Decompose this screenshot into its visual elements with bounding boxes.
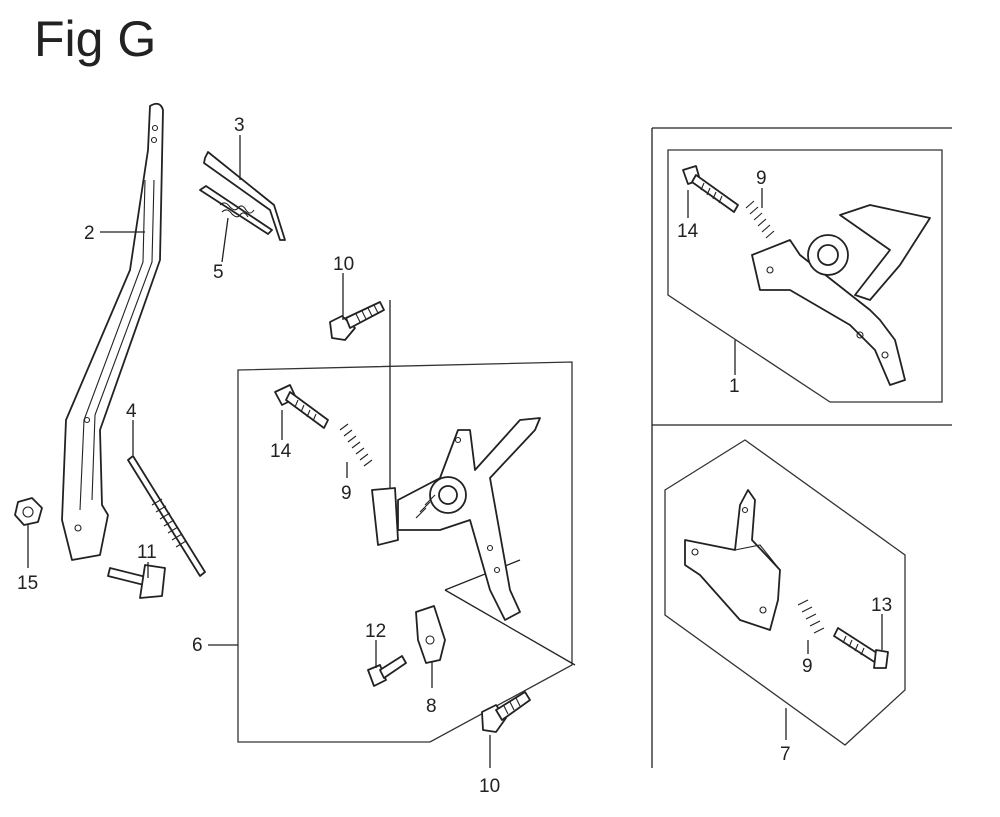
assembly-box-1	[667, 149, 943, 403]
callout-9-inset1: 9	[756, 168, 767, 189]
callout-10-bottom: 10	[479, 776, 500, 797]
callout-6: 6	[192, 635, 203, 656]
inset-frame	[651, 127, 952, 768]
callout-9-box6: 9	[341, 483, 352, 504]
part-bolt-11	[107, 564, 166, 599]
part-clip-8	[415, 605, 446, 664]
part-bolt-12	[367, 655, 407, 687]
part-small-spring	[219, 202, 255, 218]
callout-numbers: 2 3 5 4 11 15 10 14 9 6 12 8 10 14 9 1 1…	[17, 115, 892, 797]
part-bolt-14-box6	[274, 384, 329, 429]
callout-3: 3	[234, 115, 245, 136]
part-lever	[61, 102, 164, 561]
callout-4: 4	[126, 401, 137, 422]
part-spring-9-box6	[339, 423, 373, 467]
assembly-box-6	[237, 300, 576, 743]
figure-title: Fig G	[34, 11, 157, 67]
callout-2: 2	[84, 223, 95, 244]
callout-8: 8	[426, 696, 437, 717]
callout-15: 15	[17, 573, 38, 594]
callout-12: 12	[365, 621, 386, 642]
part-spring-rod	[127, 455, 206, 577]
callout-14-inset1: 14	[677, 221, 699, 242]
callout-1: 1	[729, 376, 740, 397]
callout-13: 13	[871, 595, 892, 616]
callout-14-box6: 14	[270, 441, 292, 462]
leader-lines	[27, 135, 883, 768]
callout-10-top: 10	[333, 254, 354, 275]
part-nut-15	[14, 497, 43, 526]
callout-7: 7	[780, 744, 791, 765]
part-governor-arm	[371, 417, 541, 621]
part-bolt-10-bottom	[481, 691, 531, 733]
part-bracket-rod	[199, 151, 286, 241]
callout-5: 5	[213, 262, 224, 283]
callout-11: 11	[137, 542, 157, 563]
callout-9-inset7: 9	[802, 656, 813, 677]
part-bolt-10-top	[329, 301, 385, 341]
assembly-box-7	[664, 439, 906, 746]
